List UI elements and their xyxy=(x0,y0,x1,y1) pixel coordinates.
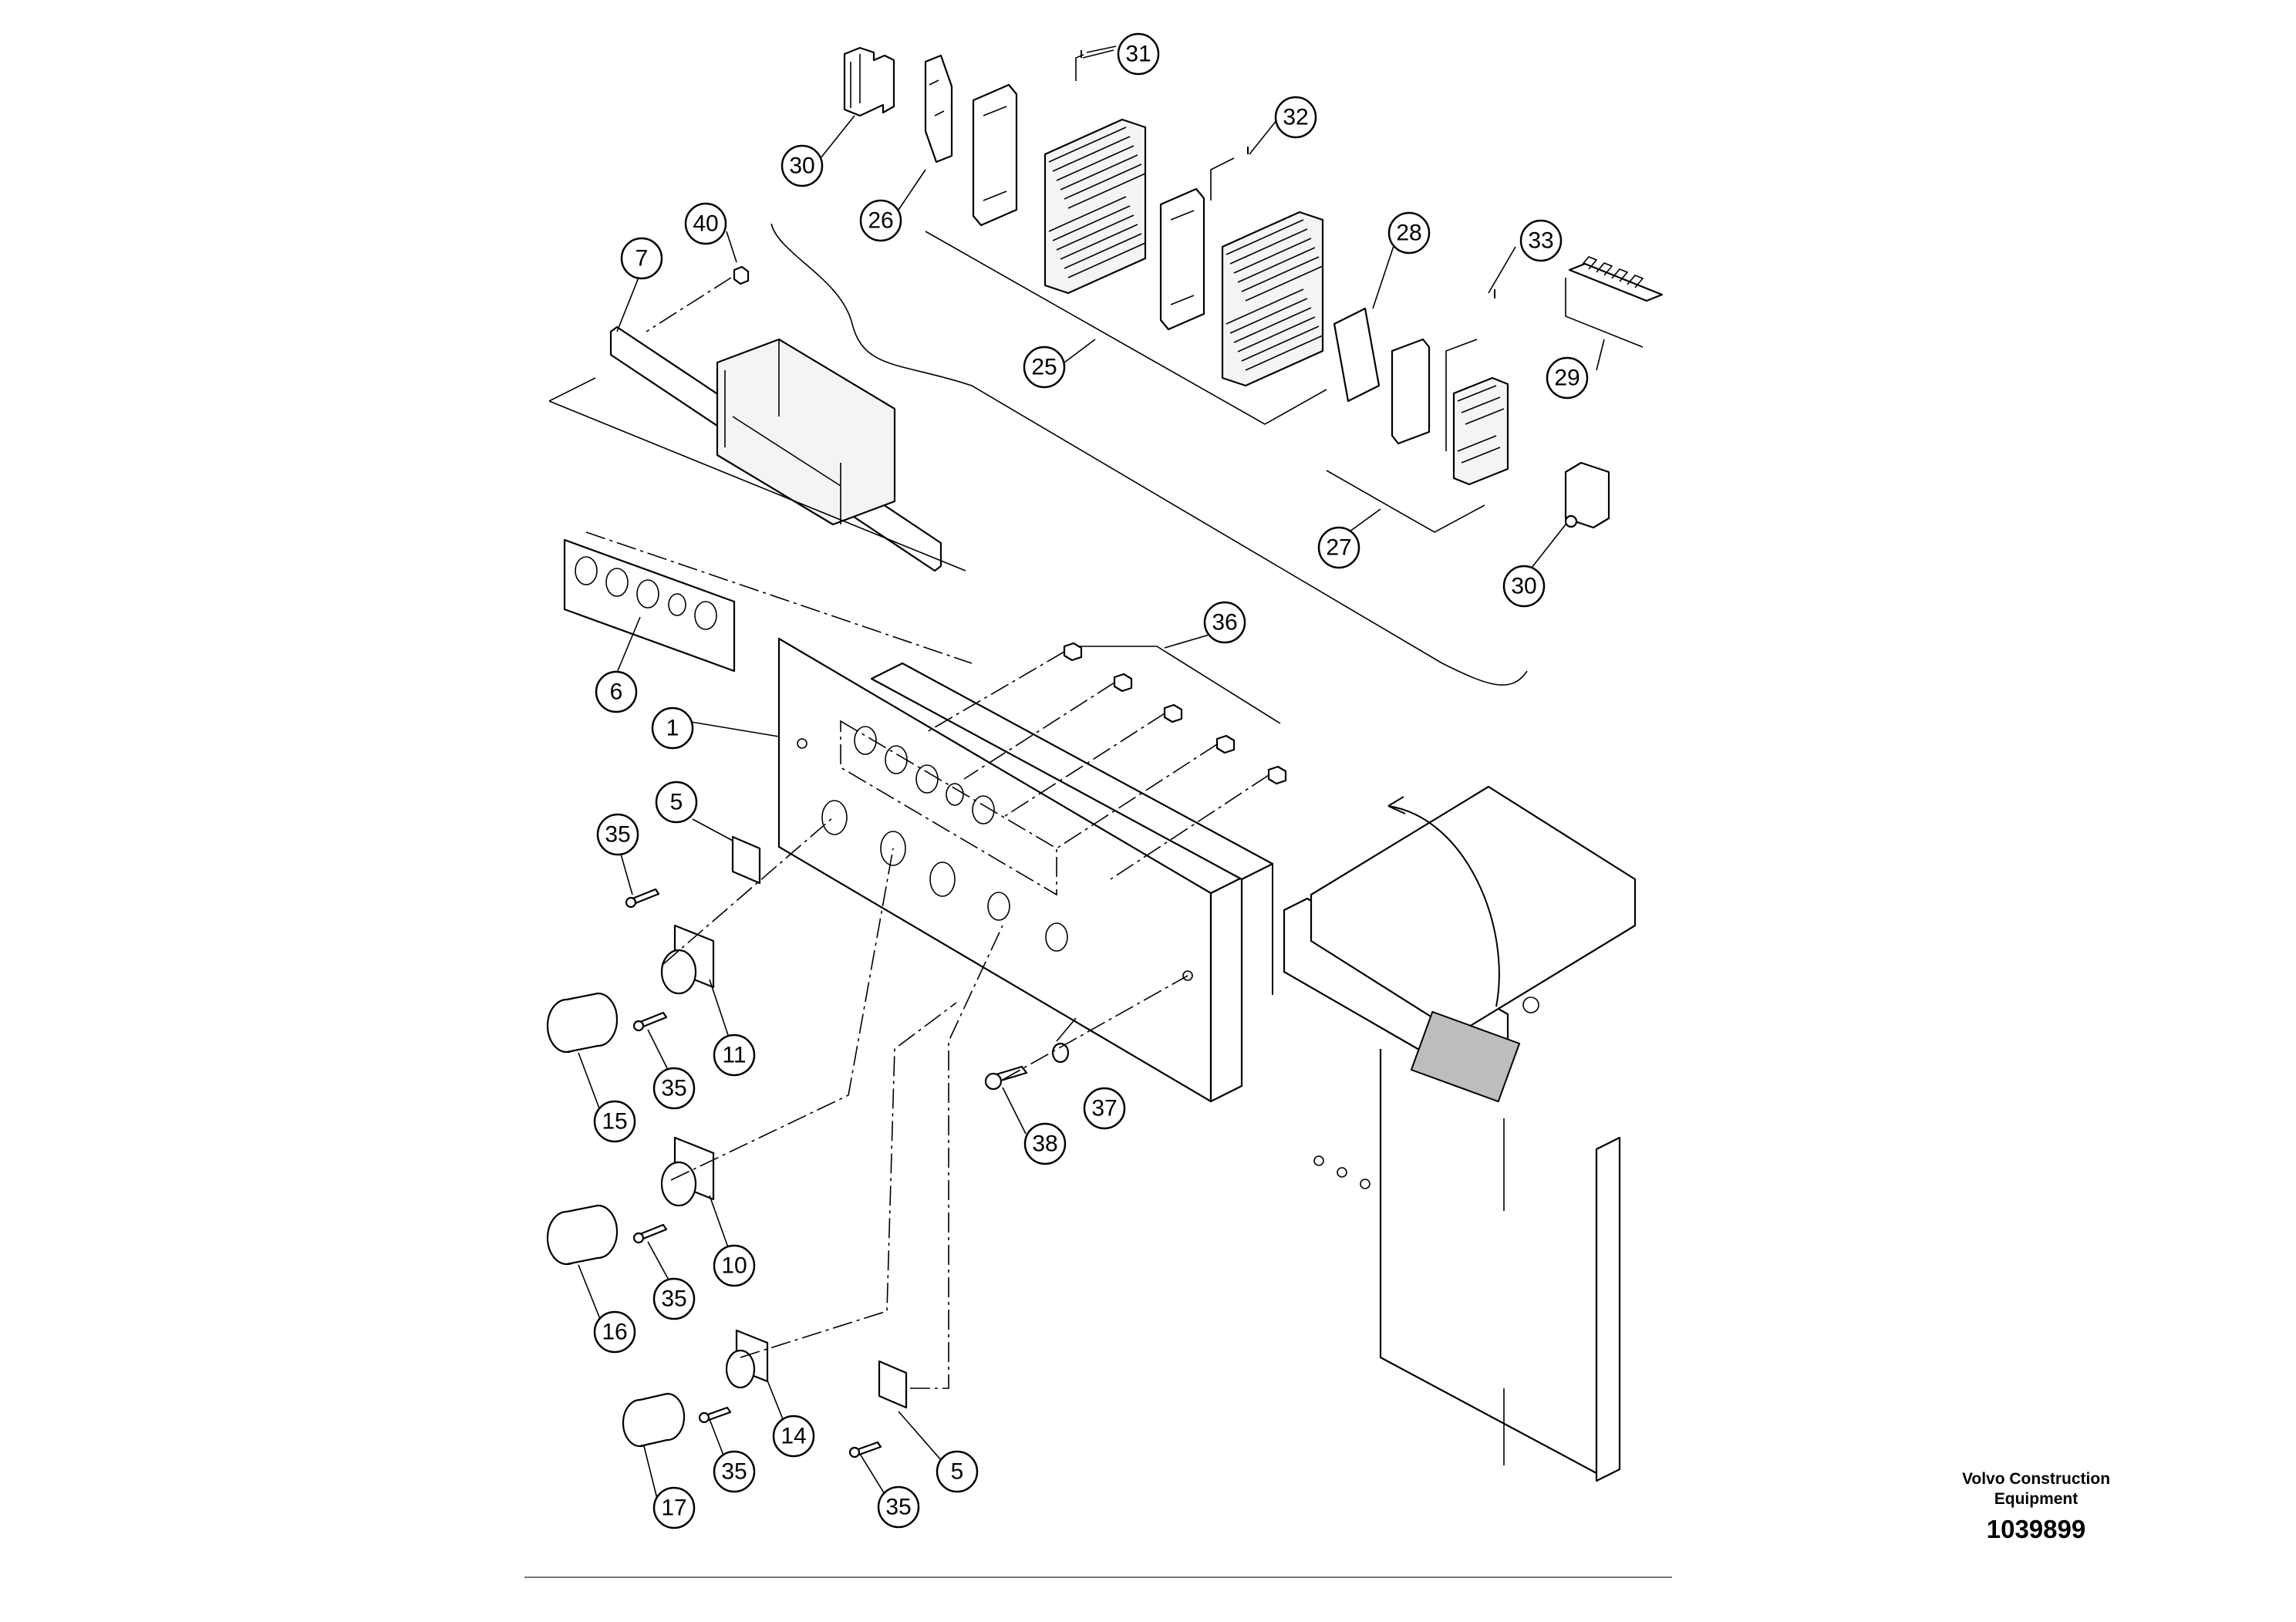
svg-text:31: 31 xyxy=(1125,42,1151,67)
callout-17: 17 xyxy=(652,1486,696,1529)
callout-5-top: 5 xyxy=(655,781,698,824)
nuts xyxy=(925,642,1287,880)
bottom-rule xyxy=(524,1576,1672,1578)
callout-15: 15 xyxy=(593,1100,636,1143)
svg-text:36: 36 xyxy=(1212,610,1237,636)
svg-text:38: 38 xyxy=(1032,1131,1057,1157)
terminal-block-assembly xyxy=(770,46,1664,686)
callout-35-a: 35 xyxy=(596,813,639,856)
callout-35-e: 35 xyxy=(877,1485,920,1529)
mounting-bracket xyxy=(1283,785,1637,1482)
svg-text:27: 27 xyxy=(1326,535,1351,561)
callout-32: 32 xyxy=(1274,96,1317,139)
callout-7: 7 xyxy=(620,237,663,280)
svg-text:35: 35 xyxy=(885,1495,911,1520)
svg-text:30: 30 xyxy=(789,153,814,179)
svg-text:7: 7 xyxy=(636,246,649,271)
panel-box xyxy=(777,637,1274,1103)
svg-text:25: 25 xyxy=(1031,355,1057,380)
callout-31: 31 xyxy=(1117,32,1160,76)
callout-35-d: 35 xyxy=(713,1450,756,1493)
svg-text:14: 14 xyxy=(781,1424,806,1449)
svg-text:6: 6 xyxy=(610,679,623,705)
brand-block: Volvo Construction Equipment 1039899 xyxy=(1882,1469,2190,1545)
svg-text:32: 32 xyxy=(1283,105,1308,130)
svg-text:5: 5 xyxy=(951,1459,964,1485)
callout-28: 28 xyxy=(1387,211,1431,255)
svg-text:35: 35 xyxy=(661,1076,686,1101)
callout-10: 10 xyxy=(713,1244,756,1287)
svg-text:35: 35 xyxy=(661,1286,686,1312)
svg-text:17: 17 xyxy=(661,1496,686,1521)
callout-30-top: 30 xyxy=(781,144,824,187)
callout-30-right: 30 xyxy=(1502,565,1546,608)
callout-25: 25 xyxy=(1023,346,1066,389)
callout-29: 29 xyxy=(1546,356,1589,400)
svg-text:30: 30 xyxy=(1511,574,1536,599)
svg-text:28: 28 xyxy=(1396,221,1421,246)
svg-text:1: 1 xyxy=(666,716,679,741)
brand-line-2: Equipment xyxy=(1994,1490,2079,1508)
svg-text:16: 16 xyxy=(602,1320,627,1345)
callout-35-b: 35 xyxy=(652,1067,696,1110)
brand-line-1: Volvo Construction xyxy=(1961,1470,2111,1488)
callout-1: 1 xyxy=(651,706,694,750)
callout-11: 11 xyxy=(713,1034,756,1077)
svg-text:40: 40 xyxy=(693,211,718,237)
dinrail-module-assembly xyxy=(548,265,966,572)
svg-text:37: 37 xyxy=(1091,1096,1117,1121)
callout-6: 6 xyxy=(595,670,638,713)
svg-text:10: 10 xyxy=(721,1253,747,1279)
callout-26: 26 xyxy=(859,199,902,242)
callout-35-c: 35 xyxy=(652,1277,696,1320)
callout-5-bottom: 5 xyxy=(936,1450,979,1493)
drawing-number: 1039899 xyxy=(1986,1515,2086,1543)
svg-text:5: 5 xyxy=(670,790,683,815)
svg-text:35: 35 xyxy=(605,822,630,848)
callout-27: 27 xyxy=(1317,526,1360,569)
callout-labels: 30 26 31 32 25 28 33 29 27 30 40 7 6 1 3… xyxy=(593,32,1589,1529)
callout-37: 37 xyxy=(1083,1087,1126,1130)
callout-16: 16 xyxy=(593,1310,636,1354)
callout-33: 33 xyxy=(1519,219,1563,262)
svg-text:35: 35 xyxy=(721,1459,747,1485)
svg-text:11: 11 xyxy=(722,1043,746,1068)
svg-text:29: 29 xyxy=(1554,366,1580,391)
label-strip xyxy=(563,531,973,673)
callout-38: 38 xyxy=(1023,1122,1067,1165)
svg-text:26: 26 xyxy=(868,208,893,234)
callout-14: 14 xyxy=(772,1415,815,1458)
callout-36: 36 xyxy=(1203,601,1246,644)
svg-text:33: 33 xyxy=(1528,228,1553,254)
svg-text:15: 15 xyxy=(602,1109,627,1135)
callout-40: 40 xyxy=(684,202,727,245)
